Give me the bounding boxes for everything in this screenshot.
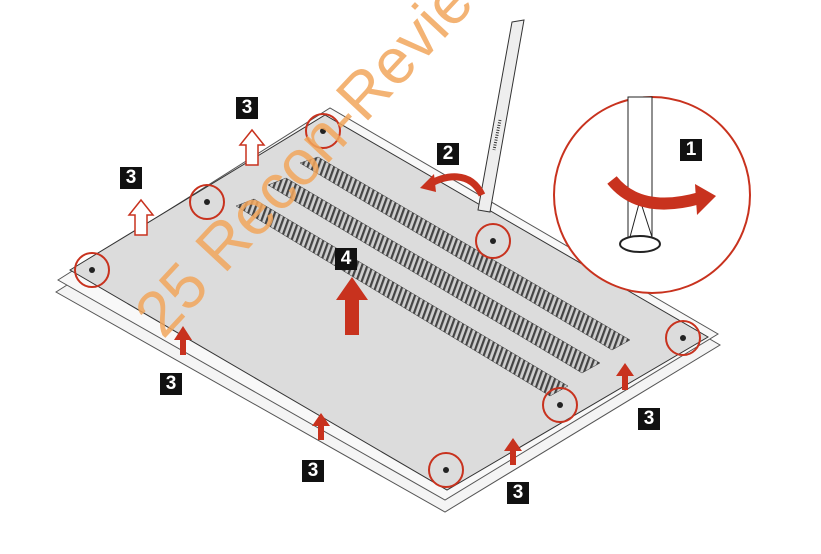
magnifier-inset [553, 96, 751, 294]
step-4-label: 4 [335, 248, 357, 270]
step-3-label: 3 [302, 460, 324, 482]
step-4-lift-arrow [336, 277, 368, 335]
step-3-label: 3 [638, 408, 660, 430]
step-2-label: 2 [437, 143, 459, 165]
pry-tool [477, 19, 525, 213]
hollow-lift-arrows [127, 128, 266, 236]
step-3-label: 3 [160, 373, 182, 395]
step-1-label: 1 [680, 139, 702, 161]
step-1-rotate-arrow [607, 176, 702, 210]
screw-markers [74, 113, 701, 488]
lift-arrows [174, 277, 634, 465]
step-3-label: 3 [507, 482, 529, 504]
step-3-label: 3 [236, 97, 258, 119]
step-3-label: 3 [120, 167, 142, 189]
vent-grilles [235, 156, 631, 397]
